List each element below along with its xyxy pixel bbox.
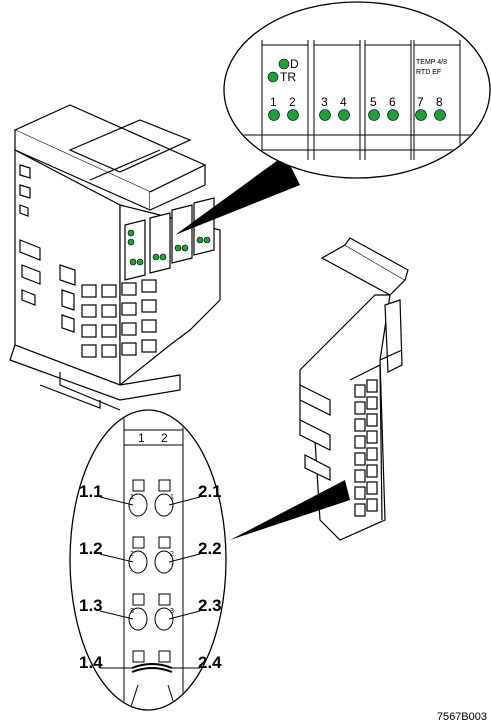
terminal-small-number: 1: [130, 494, 134, 501]
header-number: 2: [161, 431, 168, 445]
terminal-label-1-2: 1.2: [79, 539, 103, 558]
io-module-body: [9, 104, 221, 411]
terminal-label-2-1: 2.1: [198, 482, 222, 501]
terminal-small-number: 2: [170, 551, 174, 558]
terminal-label-1-3: 1.3: [79, 596, 103, 615]
terminal-small-number: 3: [170, 608, 174, 615]
terminal-label-2-3: 2.3: [198, 596, 222, 615]
led-label-d: D: [290, 57, 299, 71]
channel-number: 5: [370, 95, 377, 109]
terminal-label-2-4: 2.4: [198, 653, 222, 672]
header-number: 1: [138, 431, 145, 445]
channel-number: 1: [270, 95, 277, 109]
top-callout: D TR 1 2 3 4 5 6 7 8 TEMP 4/8 RTD EF: [223, 1, 491, 179]
channel-number: 3: [321, 95, 328, 109]
terminal-label-1-1: 1.1: [79, 482, 103, 501]
terminal-small-number: 2: [130, 551, 134, 558]
top-callout-wedge: [175, 155, 300, 235]
channel-number: 6: [389, 95, 396, 109]
channel-number: 4: [340, 95, 347, 109]
bottom-callout: 1 2 1 2 3 1 2 3: [69, 409, 227, 711]
figure-code: 7567B003: [436, 711, 487, 723]
terminal-block: [299, 237, 409, 541]
channel-number: 2: [289, 95, 296, 109]
module-label-line1: TEMP 4/8: [416, 59, 447, 66]
terminal-small-number: 3: [130, 608, 134, 615]
terminal-label-2-2: 2.2: [198, 539, 222, 558]
terminal-small-number: 1: [170, 494, 174, 501]
channel-number: 7: [417, 95, 424, 109]
channel-number: 8: [436, 95, 443, 109]
bottom-callout-wedge: [230, 480, 350, 540]
module-leds: [127, 229, 211, 266]
terminal-label-1-4: 1.4: [79, 653, 103, 672]
module-label-line2: RTD EF: [416, 69, 441, 76]
led-label-tr: TR: [280, 70, 296, 84]
